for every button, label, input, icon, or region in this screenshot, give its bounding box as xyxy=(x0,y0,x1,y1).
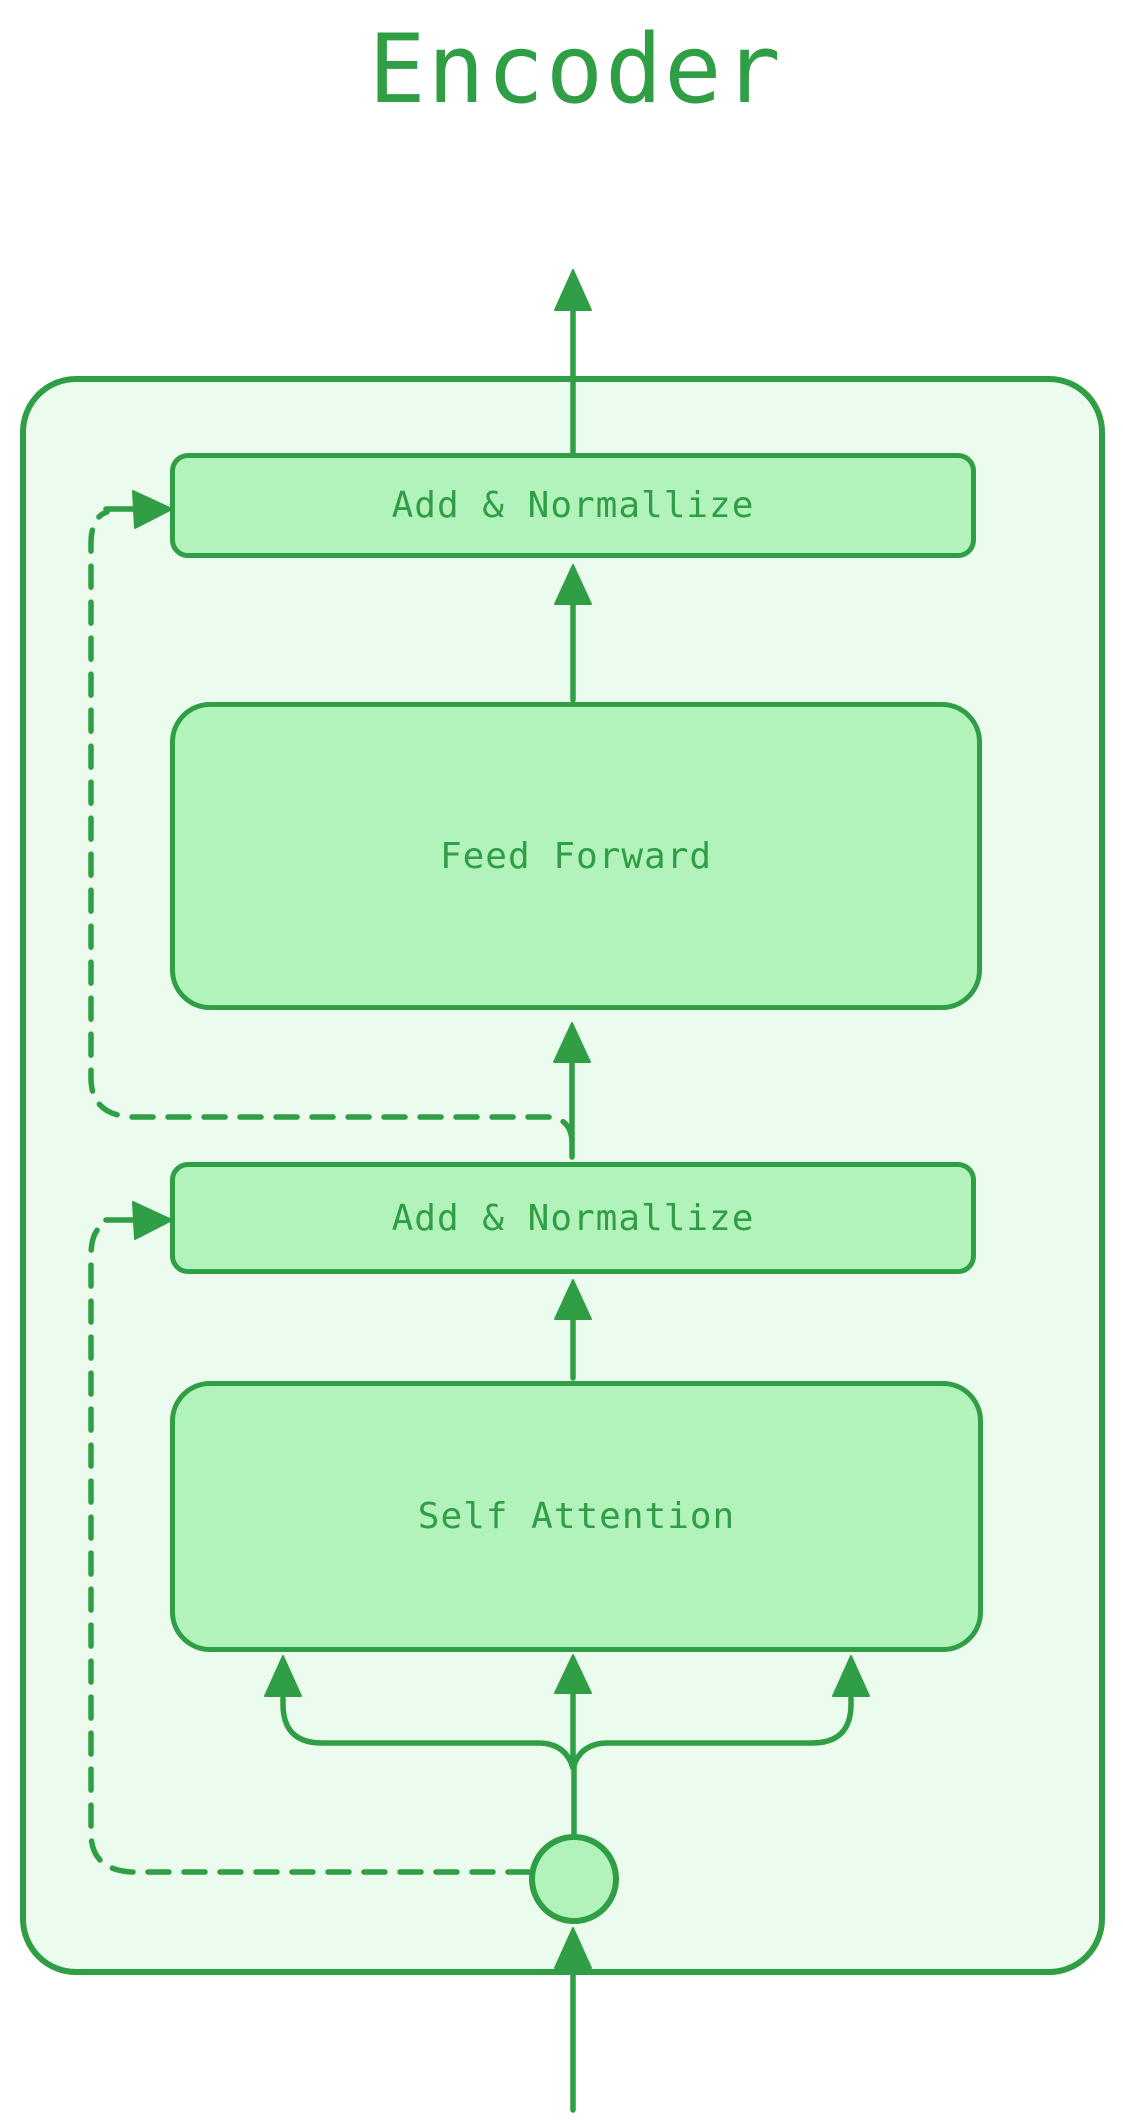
diagram-title: Encoder xyxy=(368,15,783,125)
node-add-normalize-2: Add & Normallize xyxy=(170,1162,976,1274)
node-feed-forward: Feed Forward xyxy=(170,702,982,1010)
node-add-normalize-1: Add & Normallize xyxy=(170,453,976,558)
node-self-attention: Self Attention xyxy=(170,1381,983,1652)
output-arrow-head xyxy=(554,269,592,311)
node-add-normalize-2-label: Add & Normallize xyxy=(391,1197,755,1239)
node-add-normalize-1-label: Add & Normallize xyxy=(391,485,755,526)
node-feed-forward-label: Feed Forward xyxy=(439,835,713,877)
input-junction-circle xyxy=(529,1834,619,1924)
node-self-attention-label: Self Attention xyxy=(417,1496,736,1537)
